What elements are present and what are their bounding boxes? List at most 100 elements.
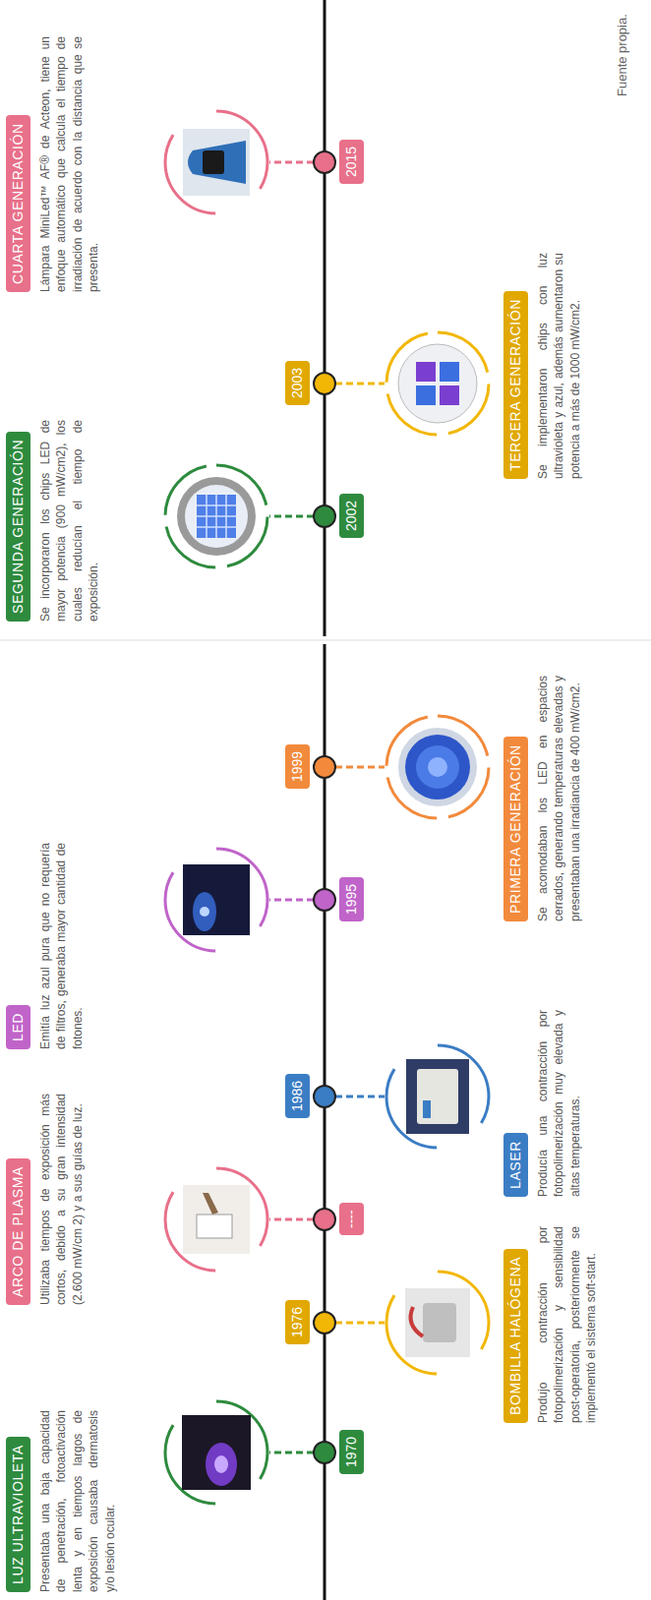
title-banner: LUZ ULTRAVIOLETA <box>5 1436 31 1593</box>
timeline-dot <box>313 1311 336 1334</box>
year-label: 2003 <box>285 360 310 406</box>
uv-glow <box>205 1442 237 1486</box>
year-text: 2002 <box>343 500 359 532</box>
led-chip-grid <box>196 494 237 538</box>
led-array <box>415 745 460 789</box>
led-array <box>405 734 471 800</box>
year-text: ---- <box>343 1209 359 1229</box>
timeline-dot <box>313 505 336 528</box>
led-head <box>398 727 477 807</box>
title-banner: CUARTA GENERACIÓN <box>5 115 31 293</box>
event-card: SEGUNDA GENERACIÓNSe incorporaron los ch… <box>5 419 103 622</box>
year-text: 2003 <box>289 367 305 399</box>
picture-ring <box>386 332 489 435</box>
year-label: 1999 <box>285 744 310 789</box>
timeline-dot <box>313 372 336 395</box>
picture-ring <box>386 1271 489 1374</box>
picture-ring <box>165 848 268 951</box>
title-banner: SEGUNDA GENERACIÓN <box>5 431 31 622</box>
year-label: 2015 <box>339 139 364 184</box>
dashed-leader <box>269 898 314 902</box>
source-note: Fuente propia. <box>614 13 630 97</box>
title-banner: TERCERA GENERACIÓN <box>503 291 529 479</box>
title-banner: LASER <box>503 1132 529 1197</box>
year-text: 1999 <box>289 751 305 782</box>
year-label: 1995 <box>339 877 364 922</box>
led-chip <box>439 361 460 382</box>
timeline-dot <box>313 151 336 174</box>
description-text: Se implementaron chips con luz ultraviol… <box>534 252 585 479</box>
timeline-dot <box>313 888 336 911</box>
year-label: 2002 <box>339 493 364 538</box>
title-banner: PRIMERA GENERACIÓN <box>503 736 529 922</box>
year-text: 1995 <box>343 884 359 915</box>
laser-photo <box>406 1059 470 1134</box>
year-text: 1976 <box>289 1306 305 1338</box>
led-head <box>398 344 477 423</box>
timeline-dot <box>313 1441 336 1464</box>
lamp-body <box>187 140 246 184</box>
event-card: ARCO DE PLASMAUtilizaba tiempos de expos… <box>5 1093 86 1305</box>
panel-separator <box>0 640 651 642</box>
description-text: Emitía luz azul pura que no requería de … <box>37 842 87 1050</box>
year-text: 2015 <box>343 146 359 178</box>
halogen-device <box>422 1302 457 1343</box>
dashed-leader <box>269 515 314 519</box>
picture-ring <box>386 1045 489 1148</box>
halogen-photo <box>405 1288 471 1358</box>
lamp-screen <box>202 150 225 175</box>
led-head <box>177 476 256 556</box>
uv-glow <box>214 1455 229 1474</box>
year-label: ---- <box>339 1202 364 1236</box>
led-glow <box>199 906 210 917</box>
dashed-leader <box>269 1218 314 1222</box>
title-banner: BOMBILLA HALÓGENA <box>503 1248 529 1423</box>
picture-ring <box>165 111 268 214</box>
description-text: Se incorporaron los chips LED de mayor p… <box>37 419 103 622</box>
led-chip <box>439 385 460 406</box>
led-chip <box>415 361 436 382</box>
led-glow <box>192 891 217 932</box>
timeline-axis <box>323 0 327 637</box>
year-text: 1970 <box>343 1436 359 1468</box>
laser-device <box>416 1068 459 1125</box>
timeline-dot <box>313 756 336 778</box>
year-label: 1976 <box>285 1300 310 1345</box>
description-text: Utilizaba tiempos de exposición más cort… <box>37 1093 87 1305</box>
picture-ring <box>165 1168 268 1271</box>
lamp-photo <box>182 128 250 196</box>
description-text: Lámpara MiniLed™ AF® de Acteon, tiene un… <box>37 36 103 293</box>
plasma-device <box>196 1214 233 1239</box>
dashed-leader <box>269 1451 314 1455</box>
led-array <box>427 757 448 777</box>
description-text: Presentaba una baja capacidad de penetra… <box>37 1410 119 1593</box>
led-photo <box>182 864 250 936</box>
dashed-leader <box>335 382 385 386</box>
led-chip-grid <box>196 494 237 538</box>
laser-panel <box>422 1100 431 1119</box>
dashed-leader <box>335 1321 385 1325</box>
event-card: LEDEmitía luz azul pura que no requería … <box>5 842 86 1050</box>
led-head <box>184 484 248 548</box>
event-card: CUARTA GENERACIÓNLámpara MiniLed™ AF® de… <box>5 36 103 293</box>
picture-ring <box>386 715 489 819</box>
plasma-guide <box>202 1192 219 1215</box>
event-card: PRIMERA GENERACIÓNSe acomodaban los LED … <box>503 675 584 922</box>
led-chip <box>415 385 436 406</box>
event-card: TERCERA GENERACIÓNSe implementaron chips… <box>503 252 584 479</box>
dashed-leader <box>335 766 385 770</box>
picture-ring <box>165 1401 268 1504</box>
event-card: LUZ ULTRAVIOLETAPresentaba una baja capa… <box>5 1410 119 1593</box>
description-text: Produjo contracción por fotopolimerizaci… <box>534 1226 600 1423</box>
year-text: 1986 <box>289 1080 305 1112</box>
description-text: Producía una contracción por fotopolimer… <box>534 1009 585 1197</box>
timeline-dot <box>313 1085 336 1108</box>
dashed-leader <box>269 161 314 165</box>
title-banner: ARCO DE PLASMA <box>5 1158 31 1305</box>
event-card: BOMBILLA HALÓGENAProdujo contracción por… <box>503 1226 600 1423</box>
description-text: Se acomodaban los LED en espacios cerrad… <box>534 675 585 922</box>
year-label: 1986 <box>285 1073 310 1119</box>
halogen-handle <box>411 1306 423 1337</box>
timeline-dot <box>313 1208 336 1231</box>
